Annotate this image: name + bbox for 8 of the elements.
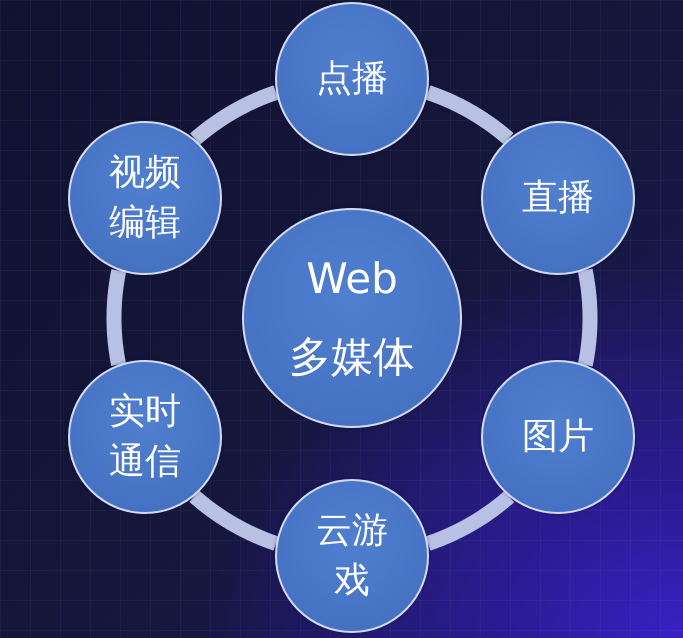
node-label: 云游戏 [315, 509, 389, 603]
node-label: Web 多媒体 [288, 253, 416, 383]
node-label: 点播 [316, 57, 388, 101]
node-label: 实时通信 [108, 390, 182, 484]
node-label: 图片 [522, 415, 594, 459]
node-label: 直播 [522, 176, 594, 220]
circle-node [481, 360, 635, 514]
node-label: 视频编辑 [108, 151, 182, 245]
